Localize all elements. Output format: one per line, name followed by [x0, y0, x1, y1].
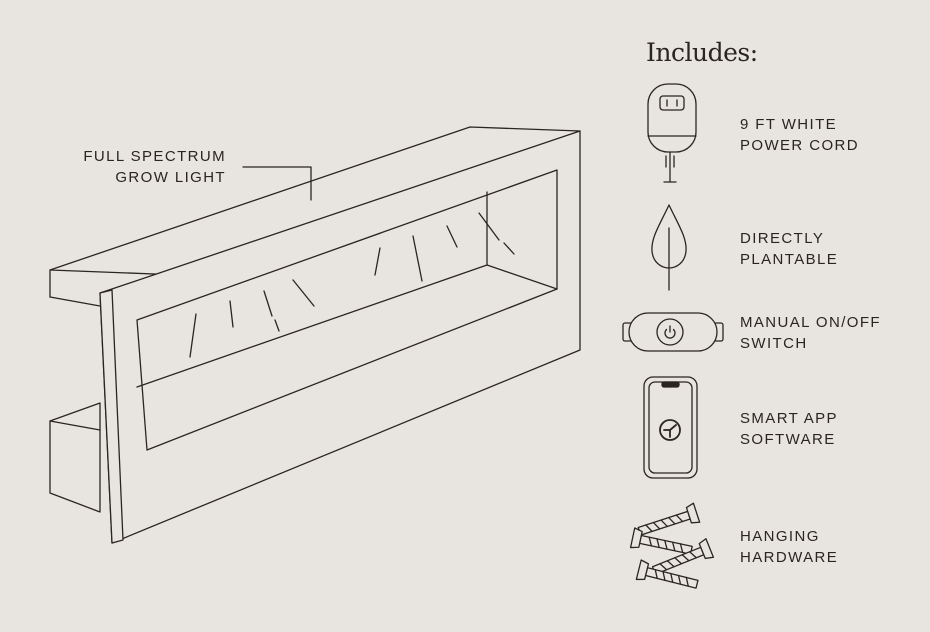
item-label-line-1: DIRECTLY [740, 230, 825, 247]
item-label-line-1: HANGING [740, 528, 820, 545]
item-label-line-2: PLANTABLE [740, 251, 839, 268]
item-label-line-2: SOFTWARE [740, 431, 836, 448]
item-label-smart-app: SMART APP SOFTWARE [740, 408, 838, 450]
item-label-line-2: POWER CORD [740, 137, 859, 154]
item-label-line-1: 9 FT WHITE [740, 116, 838, 133]
power-plug-icon [647, 83, 697, 183]
item-label-plantable: DIRECTLY PLANTABLE [740, 228, 838, 270]
callout-line-1: FULL SPECTRUM [83, 148, 226, 165]
back-panel-bottom [49, 402, 101, 513]
grow-light-callout: FULL SPECTRUM GROW LIGHT [60, 146, 226, 188]
frame-bevel [99, 289, 124, 544]
includes-title: Includes: [646, 38, 758, 67]
leaf-icon [651, 204, 687, 291]
light-rays [189, 212, 515, 358]
callout-line-2: GROW LIGHT [115, 169, 226, 186]
item-label-switch: MANUAL ON/OFF SWITCH [740, 312, 881, 354]
callout-leader [242, 166, 312, 201]
item-label-power-cord: 9 FT WHITE POWER CORD [740, 114, 859, 156]
screws-icon [629, 502, 715, 589]
item-label-line-1: MANUAL ON/OFF [740, 314, 881, 331]
smartphone-app-icon [643, 376, 698, 479]
item-label-hardware: HANGING HARDWARE [740, 526, 838, 568]
power-switch-icon [622, 312, 724, 352]
item-label-line-2: SWITCH [740, 335, 808, 352]
item-label-line-1: SMART APP [740, 410, 838, 427]
item-label-line-2: HARDWARE [740, 549, 839, 566]
